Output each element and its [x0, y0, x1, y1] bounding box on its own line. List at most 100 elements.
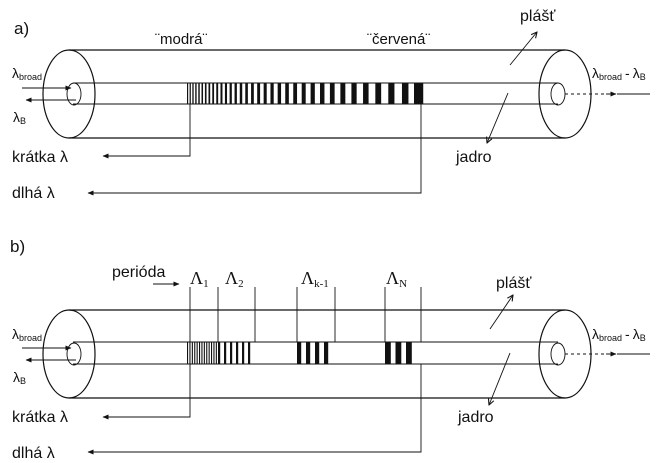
grating-stripe — [192, 83, 194, 104]
period-markers — [189, 287, 422, 342]
grating-stripe — [239, 83, 243, 104]
grating-stripe — [242, 342, 245, 364]
panel-b-label: b) — [10, 237, 25, 256]
grating-stripe — [220, 83, 223, 104]
grating-stripe — [301, 83, 306, 104]
grating-stripe — [206, 342, 208, 364]
blue-tag: ¨modrá¨ — [155, 31, 208, 48]
grating-stripe — [189, 83, 191, 104]
grating-stripe — [388, 83, 395, 104]
grating-stripe — [236, 342, 239, 364]
grating-stripe — [211, 342, 213, 364]
core-right-end-face — [550, 82, 566, 106]
grating-stripe — [351, 83, 357, 104]
grating-stripe — [375, 83, 382, 104]
grating-stripe — [194, 342, 196, 364]
grating-stripe — [270, 83, 274, 104]
core-pointer — [487, 92, 509, 143]
period-label: perióda — [112, 264, 165, 281]
cladding-label: plášť — [520, 8, 556, 25]
core-right-end-face — [550, 342, 566, 366]
long-wavelength-pointer — [87, 364, 422, 455]
core-left-end-face — [66, 342, 82, 366]
lambda-k-1: Λk-1 — [301, 268, 329, 290]
grating-stripe — [189, 342, 191, 364]
short-wavelength-pointer — [102, 104, 191, 159]
sampled-grating-b — [187, 342, 412, 364]
grating-stripe — [406, 342, 412, 364]
grating-stripe — [340, 83, 346, 104]
short-wavelength-pointer — [102, 364, 191, 420]
grating-stripe — [315, 342, 320, 364]
grating-stripe — [224, 83, 228, 104]
grating-stripe — [213, 342, 215, 364]
grating-stripe — [187, 83, 189, 104]
grating-stripe — [257, 83, 261, 104]
short-wavelength-label: krátka λ — [12, 149, 68, 166]
cladding-pointer — [509, 32, 537, 66]
grating-stripe — [293, 83, 298, 104]
core-label: jadro — [455, 149, 492, 166]
grating-stripe — [385, 342, 391, 364]
grating-stripe — [234, 83, 237, 104]
grating-stripe — [310, 83, 315, 104]
grating-stripe — [306, 342, 311, 364]
long-wavelength-pointer — [87, 104, 422, 196]
chirped-grating-a — [187, 83, 424, 104]
grating-stripe — [201, 83, 204, 104]
fiber-left-end-face — [42, 309, 96, 399]
grating-stripe — [414, 83, 421, 104]
panel-a-label: a) — [14, 19, 29, 38]
grating-stripe — [195, 83, 197, 104]
output-lambda: λbroad-λB — [592, 326, 646, 343]
grating-stripe — [191, 342, 193, 364]
grating-stripe — [196, 342, 198, 364]
lambda-n: ΛN — [386, 268, 407, 290]
lambda-2: Λ2 — [225, 268, 244, 290]
grating-stripe — [208, 342, 210, 364]
grating-stripe — [248, 342, 251, 364]
cladding-pointer — [489, 295, 513, 330]
short-wavelength-label: krátka λ — [12, 409, 68, 426]
grating-stripe — [201, 342, 203, 364]
grating-stripe — [297, 342, 302, 364]
grating-stripe — [324, 342, 329, 364]
input-lambda: λbroad — [12, 326, 42, 343]
core-left-end-face — [66, 82, 82, 106]
red-tag: ¨červená¨ — [367, 31, 430, 48]
grating-stripe — [263, 83, 267, 104]
grating-stripe — [329, 83, 335, 104]
grating-stripe — [401, 83, 409, 104]
grating-stripe — [285, 83, 289, 104]
grating-stripe — [230, 342, 233, 364]
grating-stripe — [251, 83, 254, 104]
lambda-1: Λ1 — [190, 268, 209, 290]
grating-stripe — [199, 342, 201, 364]
grating-stripe — [187, 342, 189, 364]
input-lambda: λbroad — [12, 65, 42, 82]
panel-a: a) ¨modrá¨ ¨červená¨ plášť jadro λbroad … — [12, 8, 650, 202]
grating-stripe — [319, 83, 325, 104]
grating-stripe — [277, 83, 282, 104]
grating-stripe — [245, 83, 248, 104]
grating-stripe — [215, 342, 217, 364]
core-pointer — [489, 352, 511, 405]
grating-stripe — [198, 83, 200, 104]
grating-stripe — [363, 83, 369, 104]
reflected-lambda: λB — [13, 369, 26, 386]
grating-stripe — [212, 83, 215, 104]
long-wavelength-label: dlhá λ — [12, 445, 55, 462]
grating-stripe — [229, 83, 232, 104]
output-lambda: λbroad-λB — [592, 65, 646, 82]
fiber-left-end-face — [42, 49, 96, 139]
reflected-lambda: λB — [13, 109, 26, 126]
grating-stripe — [204, 83, 207, 104]
grating-stripe — [218, 342, 221, 364]
fiber-b — [42, 309, 617, 399]
grating-stripe — [208, 83, 211, 104]
panel-b: b) perióda Λ1 Λ2 Λk-1 ΛN — [10, 237, 650, 462]
cladding-label: plášť — [496, 275, 532, 292]
grating-stripe — [395, 342, 402, 364]
grating-stripe — [216, 83, 219, 104]
